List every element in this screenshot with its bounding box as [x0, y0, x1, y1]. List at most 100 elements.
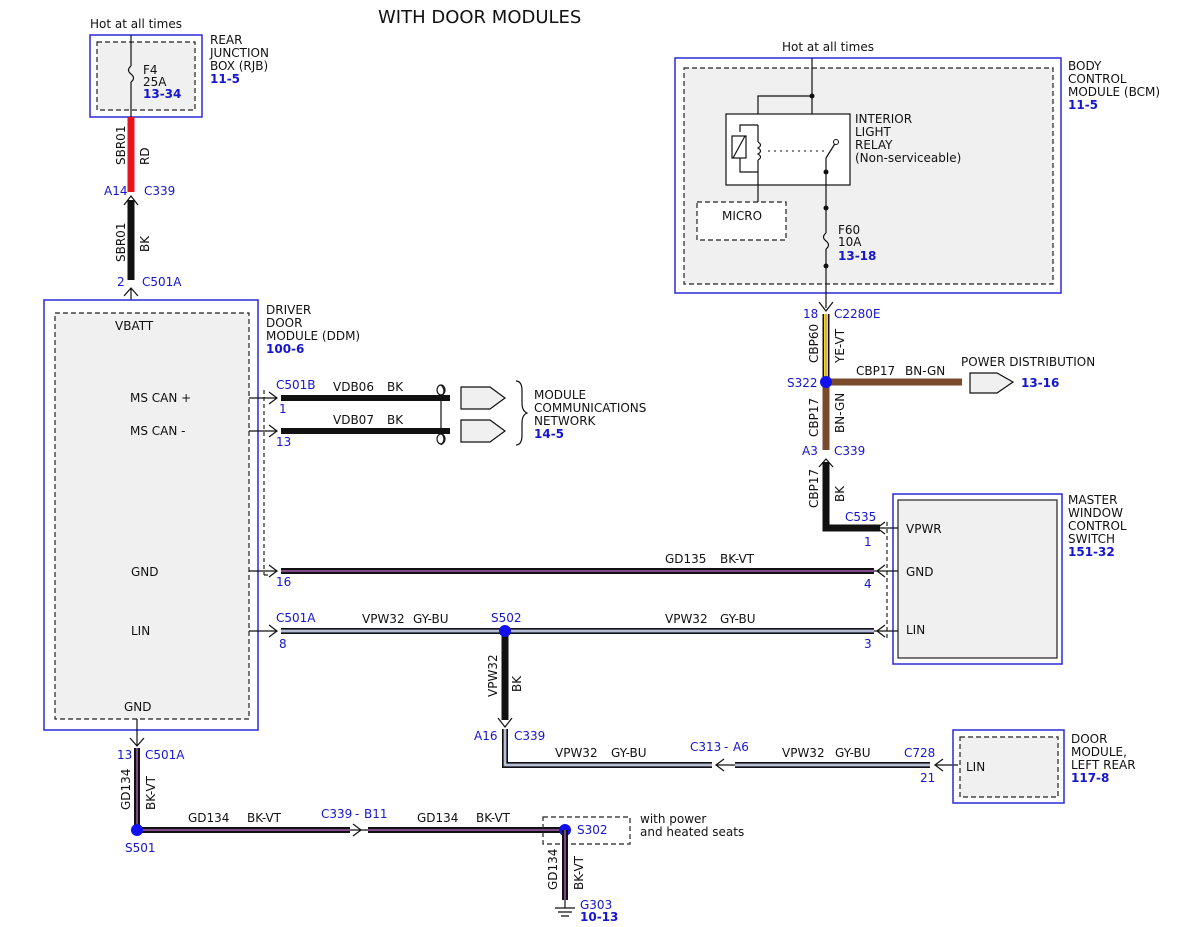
door-module-lr-label-1: DOOR	[1071, 732, 1107, 746]
ddm-gnd-bottom: GND	[124, 700, 152, 714]
conn-a3-pin: A3	[802, 444, 818, 458]
rjb-label-2: JUNCTION	[209, 46, 269, 60]
wire-sbr01-rd-color: RD	[138, 147, 152, 165]
wire-vdb07-circuit: VDB07	[333, 413, 374, 427]
door-module-lr-label-2: MODULE,	[1071, 745, 1127, 759]
wire-vpw32-right-circuit: VPW32	[665, 612, 708, 626]
connector-a3-icon	[818, 458, 834, 468]
conn-c728-pin: 21	[920, 771, 935, 785]
wire-gd134-v-color: BK-VT	[144, 775, 158, 810]
ddm-ms-can-plus: MS CAN +	[130, 391, 191, 405]
rjb-inner	[96, 41, 196, 111]
wire-vpw32-left-color: GY-BU	[413, 612, 449, 626]
wire-gd134-h1-circuit: GD134	[188, 811, 229, 825]
wire-cbp17-bk-color: BK	[833, 485, 847, 502]
door-module-lr-box	[952, 729, 1065, 804]
bcm-label-1: BODY	[1068, 59, 1102, 73]
bcm-fuse-ref: 13-18	[838, 249, 876, 263]
conn-c2280e-pin: 18	[803, 307, 818, 321]
wire-vpw32-right-color: GY-BU	[720, 612, 756, 626]
conn-a3-name: C339	[834, 444, 865, 458]
wire-cbp60-color: YE-VT	[833, 328, 847, 364]
diagram-title: WITH DOOR MODULES	[378, 7, 581, 28]
ddm-ref: 100-6	[266, 342, 304, 356]
ground-g303-ref: 10-13	[580, 910, 618, 924]
bcm-box	[674, 57, 1062, 294]
rjb-fuse-name: F4	[143, 63, 158, 77]
vpwr-pin-icon	[876, 521, 886, 535]
relay-label-3: RELAY	[855, 138, 893, 152]
wire-vdb06-circuit: VDB06	[333, 380, 374, 394]
door-module-lr-ref: 117-8	[1071, 771, 1109, 785]
wire-cbp17-h-color: BN-GN	[905, 364, 945, 378]
ddm-inner	[54, 312, 250, 720]
wire-gd135-circuit: GD135	[665, 552, 706, 566]
ddm-label-2: DOOR	[266, 316, 302, 330]
mwcs-label-1: MASTER	[1068, 493, 1117, 507]
ddm-ms-can-minus: MS CAN -	[130, 424, 186, 438]
connector-c2280e-icon	[818, 301, 834, 312]
ddm-lin: LIN	[131, 624, 150, 638]
wire-sbr01-bk-color: BK	[138, 235, 152, 252]
lin-pin-icon	[268, 624, 278, 638]
power-distribution-ref: 13-16	[1021, 376, 1059, 390]
power-distribution-label: POWER DISTRIBUTION	[961, 355, 1095, 369]
wire-gd134-g-color: BK-VT	[572, 855, 586, 890]
conn-c501a-2-pin: 2	[117, 275, 125, 289]
wire-gd134-h1-color: BK-VT	[247, 811, 282, 825]
ddm-gnd-right: GND	[131, 565, 159, 579]
relay-label-2: LIGHT	[855, 125, 892, 139]
connector-a14-icon	[123, 195, 139, 206]
mwcs-box	[892, 493, 1063, 665]
mwcs-lin: LIN	[906, 623, 925, 637]
bcm-label-2: CONTROL	[1068, 72, 1127, 86]
wire-cbp17-bk-circuit: CBP17	[807, 469, 821, 508]
conn-a14-pin: A14	[104, 184, 127, 198]
micro-box	[696, 201, 787, 241]
splice-s502	[499, 625, 511, 637]
wire-gd134-h2-circuit: GD134	[417, 811, 458, 825]
ddm-vbatt: VBATT	[115, 319, 154, 333]
mwcs-label-3: CONTROL	[1068, 519, 1127, 533]
mcn-arrow-2-icon	[460, 419, 507, 443]
relay-label-4: (Non-serviceable)	[855, 151, 961, 165]
mwcs-label-2: WINDOW	[1068, 506, 1123, 520]
conn-c313-name: C313	[690, 740, 721, 754]
door-module-lr-lin: LIN	[966, 760, 985, 774]
bcm-fuse-name: F60	[838, 223, 860, 237]
power-distribution-arrow-icon	[969, 372, 1015, 394]
mcn-label-2: COMMUNICATIONS	[534, 401, 646, 415]
ddm-label-1: DRIVER	[266, 303, 311, 317]
wire-cbp17-v-circuit: CBP17	[807, 398, 821, 437]
conn-c535-pin1: 1	[864, 535, 872, 549]
mwcs-vpwr: VPWR	[906, 522, 942, 536]
gnd-pin-icon	[268, 564, 278, 578]
splice-s302-label: S302	[577, 823, 608, 837]
wire-vpw32-down-color: BK	[510, 675, 524, 692]
fuse-f4-icon	[127, 65, 135, 83]
wire-cbp60-circuit: CBP60	[807, 324, 821, 363]
rjb-ref: 11-5	[210, 72, 240, 86]
mcn-ref: 14-5	[534, 427, 564, 441]
conn-a16-pin: A16	[474, 729, 497, 743]
conn-c501a-13-pin: 13	[117, 748, 132, 762]
relay-switch-icon	[825, 141, 837, 159]
wire-vdb07-color: BK	[387, 413, 404, 427]
conn-c535-pin3: 3	[864, 637, 872, 651]
splice-s501-label: S501	[125, 841, 156, 855]
ground-icon	[555, 900, 575, 917]
option-note-2: and heated seats	[640, 825, 744, 839]
wire-vpw32-low1-circuit: VPW32	[555, 746, 598, 760]
conn-c339-b11-pin: B11	[364, 807, 388, 821]
conn-a16-name: C339	[514, 729, 545, 743]
conn-c339-b11-name: C339	[321, 807, 352, 821]
conn-c339-b11-dash: -	[355, 807, 359, 821]
conn-c501a-2-name: C501A	[142, 275, 182, 289]
rjb-label-1: REAR	[210, 33, 242, 47]
wire-cbp17-v-color: BN-GN	[833, 393, 847, 433]
wire-vpw32-low2-circuit: VPW32	[782, 746, 825, 760]
rjb-fuse-amps: 25A	[143, 75, 167, 89]
wire-cbp17-h-circuit: CBP17	[856, 364, 895, 378]
ms-can-minus-pin-icon	[268, 424, 278, 438]
